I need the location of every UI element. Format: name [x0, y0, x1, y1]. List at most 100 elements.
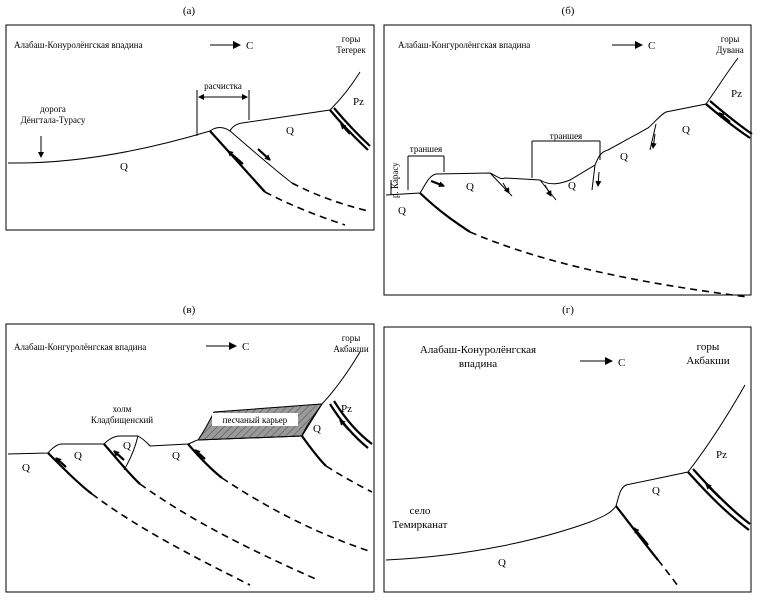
panel-d-village-label-2: Темирканат — [393, 519, 448, 531]
panel-a-basin-label: Алабаш-Конуролёнгская впадина — [14, 40, 143, 50]
panel-c-mountains-label-2: Акбакши — [333, 344, 369, 354]
panel-d-motion-arrow-pz — [705, 483, 721, 499]
panel-b-trench-label-2: траншея — [550, 131, 582, 141]
panel-c-fault-hill-back — [123, 435, 139, 471]
panel-a-motion-arrow-lower — [227, 150, 244, 165]
panel-c-quarry-label-bg — [212, 413, 298, 426]
panel-d-basin-label-1: Алабаш-Конуролёнгская — [420, 344, 536, 356]
panel-b-fault-main — [419, 192, 471, 233]
panel-a-mountains-label-2: Тегерек — [336, 45, 366, 55]
panel-d-pz-label: Pz — [716, 449, 727, 461]
panel-d-q-label-1: Q — [498, 557, 506, 569]
panel-b-motion-arrow-4 — [595, 171, 602, 187]
panel-a-fault-main — [209, 130, 266, 193]
panel-c-label: (в) — [183, 304, 196, 316]
panel-b-mountains-label-1: горы — [721, 34, 740, 44]
panel-c-q-label-4: Q — [172, 450, 180, 462]
panel-d-mountains-label-2: Акбакши — [686, 355, 729, 367]
panel-c-motion-arrow-2 — [113, 450, 125, 461]
panel-b-q-label-5: Q — [682, 124, 690, 136]
panel-c-fault-pz-2 — [333, 400, 373, 445]
panel-c-fault-4-dashed — [325, 465, 373, 493]
panel-c-fault-1 — [47, 452, 93, 495]
panel-c-motion-arrow-pz — [339, 419, 350, 431]
panel-d-fault-main-dashed — [657, 559, 679, 587]
panel-b-north-label: С — [648, 40, 655, 52]
panel-b-motion-arrow-pz — [718, 112, 731, 123]
panel-b-river-label: р. Карасу — [390, 162, 400, 198]
panel-c-mountains-label-1: горы — [342, 333, 361, 343]
panel-b-motion-arrow-1 — [430, 179, 445, 188]
panel-b-fault-pz-1 — [705, 103, 751, 139]
panel-b-motion-arrow-2 — [502, 182, 510, 194]
panel-c-q-label-1: Q — [22, 462, 30, 474]
panel-a-fault-secondary — [229, 130, 293, 184]
panel-a-clearing-label: расчистка — [204, 81, 242, 91]
panel-b-frame — [383, 24, 752, 296]
panel-a-fault-pz-2 — [333, 107, 371, 147]
panel-a-motion-arrow-pz — [340, 123, 351, 135]
panel-b-trench-label-1: траншея — [410, 144, 442, 154]
panel-c: (в) Алабаш-Конгуролёнгская впадина С гор… — [5, 304, 375, 593]
panel-b-fault-4 — [591, 164, 596, 191]
panel-b-label: (б) — [562, 5, 575, 17]
panel-a-motion-arrow-upper — [257, 148, 271, 161]
panel-b-fault-main-dashed — [469, 231, 749, 298]
panel-c-north-label: С — [242, 341, 249, 353]
panel-c-surface-profile — [7, 351, 361, 455]
panel-d-frame — [383, 326, 752, 593]
panel-b-mountains-label-2: Дувана — [716, 45, 744, 55]
panel-c-hill-label-1: холм — [113, 404, 132, 414]
panel-c-motion-arrow-3 — [194, 449, 206, 460]
panel-a-fault-secondary-dashed — [291, 182, 369, 212]
panel-a-road-label-2: Дёнгтала-Турасу — [21, 115, 86, 125]
panel-d-motion-arrow-lower — [633, 527, 649, 546]
panel-b-q-label-4: Q — [620, 151, 628, 163]
panel-a-mountains-label-1: горы — [342, 34, 361, 44]
panel-c-fault-1-dashed — [91, 493, 251, 586]
panel-c-q-label-2: Q — [74, 450, 82, 462]
panel-b-motion-arrow-3 — [544, 184, 552, 197]
panel-b-q-label-3: Q — [568, 180, 576, 192]
panel-d-north-label: С — [618, 357, 625, 369]
panel-a-road-label-1: дорога — [40, 104, 66, 114]
panel-c-frame — [5, 323, 375, 593]
panel-b-basin-label: Алабаш-Конгуролёнгская впадина — [398, 40, 530, 50]
panel-c-fault-2 — [103, 443, 141, 485]
panel-c-basin-label: Алабаш-Конгуролёнгская впадина — [14, 342, 146, 352]
panel-c-fault-4 — [301, 435, 327, 467]
panel-d-mountains-label-1: горы — [697, 341, 720, 353]
panel-d-q-label-2: Q — [652, 485, 660, 497]
panel-c-fault-2-dashed — [139, 483, 319, 581]
panel-c-pz-label: Pz — [341, 403, 352, 415]
panel-b: (б) Алабаш-Конгуролёнгская впадина С гор… — [383, 5, 753, 298]
panel-b-pz-label: Pz — [731, 88, 742, 100]
panel-b-motion-arrow-5 — [650, 133, 657, 149]
panel-a-label: (а) — [183, 5, 196, 17]
panel-c-q-label-3: Q — [123, 440, 131, 452]
panel-d-surface-profile — [385, 384, 746, 561]
panel-c-q-label-5: Q — [313, 423, 321, 435]
panel-c-quarry-label: песчаный карьер — [223, 415, 288, 425]
panel-d: (г) Алабаш-Конуролёнгская впадина С горы… — [383, 304, 752, 593]
panel-a: (а) Алабаш-Конуролёнгская впадина С горы… — [5, 5, 375, 231]
panel-a-q-label-1: Q — [120, 161, 128, 173]
panel-c-hill-label-2: Кладбищенский — [91, 415, 153, 425]
panel-d-village-label-1: село — [410, 505, 431, 517]
panel-d-fault-pz-1 — [687, 471, 750, 531]
panel-b-q-label-1: Q — [398, 205, 406, 217]
panel-a-fault-pz-1 — [329, 109, 369, 151]
panel-d-basin-label-2: впадина — [459, 358, 497, 370]
panel-c-fault-3 — [187, 443, 223, 479]
panel-a-fault-main-dashed — [264, 191, 346, 226]
panel-d-fault-pz-2 — [692, 468, 751, 525]
panel-a-pz-label: Pz — [353, 96, 364, 108]
panel-a-q-label-2: Q — [286, 125, 294, 137]
panel-a-north-label: С — [246, 40, 253, 52]
panel-a-surface-profile — [7, 71, 361, 164]
panel-b-surface-profile — [385, 57, 739, 196]
panel-d-label: (г) — [562, 304, 574, 316]
panel-c-fault-3-dashed — [221, 477, 373, 553]
panel-c-motion-arrow-1 — [55, 457, 67, 468]
